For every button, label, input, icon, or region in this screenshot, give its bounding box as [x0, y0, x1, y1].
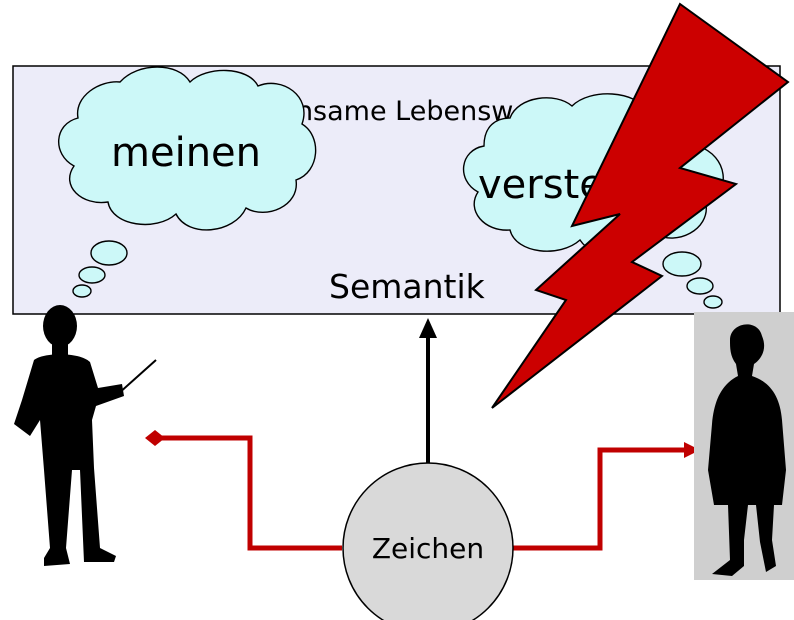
signal-line-listener [512, 442, 700, 551]
sign-label: Zeichen [372, 532, 484, 565]
signal-line-speaker [145, 430, 342, 551]
semantics-label: Semantik [329, 267, 486, 306]
lightning-bolt-icon [491, 2, 790, 409]
speaker-thought-text: meinen [111, 130, 261, 176]
sign-circle [342, 462, 514, 620]
person-silhouette-icon [708, 324, 786, 576]
sign-to-semantics-arrow [419, 318, 437, 476]
man-pointing-silhouette-icon [14, 305, 157, 566]
speaker-thought-cloud [58, 66, 317, 298]
